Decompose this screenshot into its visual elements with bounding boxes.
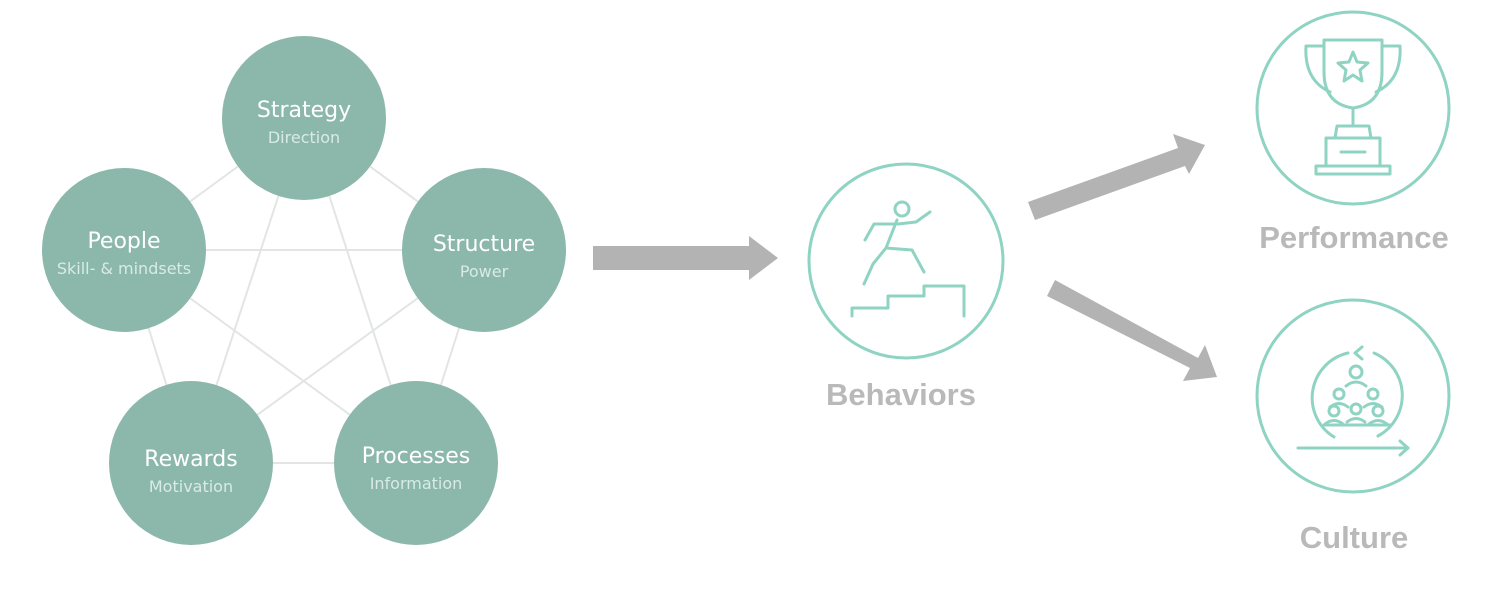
- driver-title: Strategy: [257, 98, 351, 123]
- driver-title: Processes: [362, 444, 470, 469]
- culture-circle: [1255, 298, 1451, 494]
- performance-node: Performance: [1255, 10, 1451, 255]
- person-climbing-stairs-icon: [850, 200, 966, 318]
- driver-subtitle: Power: [460, 262, 509, 281]
- team-cycle-icon: [1296, 345, 1410, 457]
- driver-node-people: People Skill- & mindsets: [42, 168, 206, 332]
- trophy-icon: [1304, 38, 1402, 176]
- driver-subtitle: Information: [370, 474, 463, 493]
- driver-node-structure: Structure Power: [402, 168, 566, 332]
- driver-title: Structure: [433, 232, 535, 257]
- driver-node-strategy: Strategy Direction: [222, 36, 386, 200]
- driver-circle: [402, 168, 566, 332]
- behaviors-circle: [807, 162, 1005, 360]
- driver-title: People: [87, 229, 160, 254]
- driver-node-rewards: Rewards Motivation: [109, 381, 273, 545]
- arrow-to-behaviors: [593, 236, 778, 280]
- culture-label: Culture: [1300, 520, 1409, 555]
- driver-title: Rewards: [144, 447, 237, 472]
- driver-subtitle: Skill- & mindsets: [57, 259, 191, 278]
- culture-node: Culture: [1255, 298, 1451, 555]
- performance-label: Performance: [1259, 220, 1449, 255]
- driver-subtitle: Direction: [268, 128, 340, 147]
- arrow-to-performance: [1028, 134, 1205, 220]
- arrow-to-culture: [1047, 280, 1217, 381]
- driver-circle: [222, 36, 386, 200]
- driver-node-processes: Processes Information: [334, 381, 498, 545]
- performance-circle: [1255, 10, 1451, 206]
- behaviors-label: Behaviors: [826, 377, 976, 412]
- driver-circle: [334, 381, 498, 545]
- driver-subtitle: Motivation: [149, 477, 233, 496]
- driver-circle: [109, 381, 273, 545]
- driver-circle: [42, 168, 206, 332]
- behaviors-node: Behaviors: [807, 162, 1005, 412]
